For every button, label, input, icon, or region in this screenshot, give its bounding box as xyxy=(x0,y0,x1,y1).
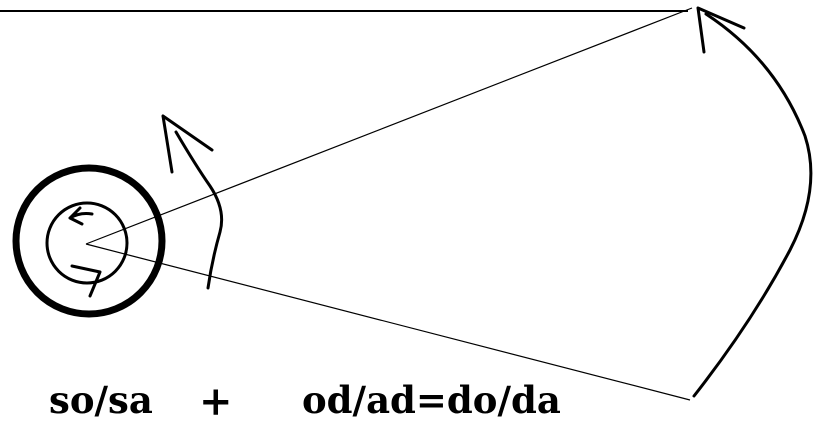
formula-left: so/sa xyxy=(49,382,153,419)
formula-plus-sign: + xyxy=(199,382,233,422)
formula-right: od/ad=do/da xyxy=(302,382,561,419)
